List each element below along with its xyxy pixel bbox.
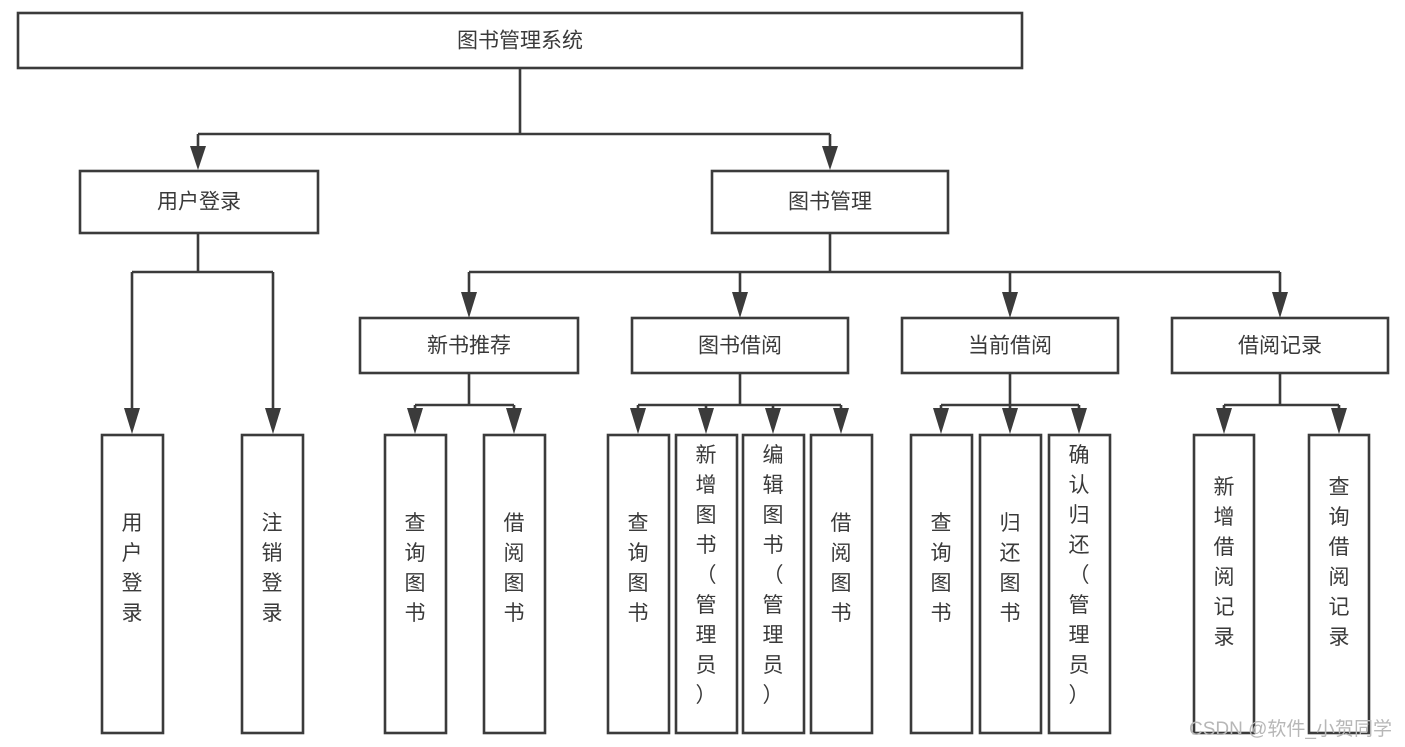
leaf-node-query-record[interactable]: 查询借阅记录: [1307, 433, 1371, 735]
node-user-login[interactable]: 用户登录: [78, 169, 320, 235]
leaf-edit-book-box[interactable]: [741, 433, 806, 735]
arrow-head-leaf-borrow-book-1: [506, 408, 522, 434]
leaf-return-book-box[interactable]: [978, 433, 1043, 735]
leaf-edit-book-label: 编辑图书（管理员）: [763, 444, 784, 707]
node-borrow-record[interactable]: 借阅记录: [1170, 316, 1390, 375]
leaf-borrow-book-1-box[interactable]: [482, 433, 547, 735]
leaf-node-user-login[interactable]: 用户登录: [100, 433, 165, 735]
arrow-head-leaf-add-record: [1216, 408, 1232, 434]
leaf-query-book-3-label: 查询图书: [931, 512, 952, 625]
leaf-user-login-box[interactable]: [100, 433, 165, 735]
arrow-head-leaf-logout-login: [265, 408, 281, 434]
connector-bookmanage-to-level3: [467, 233, 1282, 298]
leaf-confirm-return-box[interactable]: [1047, 433, 1112, 735]
node-root[interactable]: 图书管理系统: [16, 11, 1024, 70]
arrow-head-leaf-query-record: [1331, 408, 1347, 434]
leaf-node-query-book-1[interactable]: 查询图书: [383, 433, 448, 735]
leaf-node-confirm-return[interactable]: 确认归还（管理员）: [1047, 433, 1112, 735]
node-current-borrow-label: 当前借阅: [968, 335, 1052, 358]
leaf-logout-login-box[interactable]: [240, 433, 305, 735]
node-new-book-recommend[interactable]: 新书推荐: [358, 316, 580, 375]
leaf-node-borrow-book-1[interactable]: 借阅图书: [482, 433, 547, 735]
leaf-logout-login-label: 注销登录: [262, 512, 283, 625]
leaf-borrow-book-2-box[interactable]: [809, 433, 874, 735]
leaf-query-book-2-label: 查询图书: [628, 512, 649, 625]
arrow-head-book-borrow: [732, 292, 748, 318]
arrow-head-current-borrow: [1002, 292, 1018, 318]
arrow-head-leaf-edit-book: [765, 408, 781, 434]
leaf-add-record-label: 新增借阅记录: [1214, 476, 1235, 649]
node-new-book-recommend-label: 新书推荐: [427, 335, 511, 358]
arrow-head-borrow-record: [1272, 292, 1288, 318]
leaf-query-book-2-box[interactable]: [606, 433, 671, 735]
connector-currentborrow-to-leaves: [939, 373, 1081, 412]
node-book-borrow[interactable]: 图书借阅: [630, 316, 850, 375]
leaf-query-record-label: 查询借阅记录: [1329, 476, 1350, 649]
arrow-head-leaf-add-book: [698, 408, 714, 434]
connector-recommend-to-leaves: [413, 373, 516, 412]
arrow-head-book-manage: [822, 146, 838, 170]
leaf-query-record-box[interactable]: [1307, 433, 1371, 735]
node-current-borrow[interactable]: 当前借阅: [900, 316, 1120, 375]
leaf-borrow-book-1-label: 借阅图书: [504, 512, 525, 625]
arrow-head-leaf-user-login: [124, 408, 140, 434]
node-root-label: 图书管理系统: [457, 30, 583, 53]
leaf-node-add-record[interactable]: 新增借阅记录: [1192, 433, 1256, 735]
leaf-confirm-return-label: 确认归还（管理员）: [1069, 444, 1090, 707]
connector-bookborrow-to-leaves: [636, 373, 843, 412]
arrow-head-leaf-confirm-return: [1071, 408, 1087, 434]
connector-borrowrecord-to-leaves: [1222, 373, 1341, 412]
connector-layer: [124, 68, 1347, 434]
leaf-borrow-book-2-label: 借阅图书: [831, 512, 852, 625]
leaf-node-logout-login[interactable]: 注销登录: [240, 433, 305, 735]
node-user-login-label: 用户登录: [157, 191, 241, 214]
leaf-node-query-book-2[interactable]: 查询图书: [606, 433, 671, 735]
leaf-node-borrow-book-2[interactable]: 借阅图书: [809, 433, 874, 735]
node-book-borrow-box[interactable]: [630, 316, 850, 375]
leaf-node-edit-book[interactable]: 编辑图书（管理员）: [741, 433, 806, 735]
node-root-box[interactable]: [16, 11, 1024, 70]
leaf-add-book-box[interactable]: [674, 433, 739, 735]
arrow-head-leaf-query-book-2: [630, 408, 646, 434]
leaf-node-add-book[interactable]: 新增图书（管理员）: [674, 433, 739, 735]
connector-root-to-level2: [196, 68, 832, 152]
csdn-watermark: CSDN @软件_小贺同学: [1189, 718, 1392, 740]
leaf-node-query-book-3[interactable]: 查询图书: [909, 433, 974, 735]
node-borrow-record-label: 借阅记录: [1238, 335, 1322, 358]
leaf-add-book-label: 新增图书（管理员）: [696, 444, 717, 707]
arrow-head-user-login: [190, 146, 206, 170]
connector-userlogin-to-leaves: [130, 233, 275, 412]
leaf-node-return-book[interactable]: 归还图书: [978, 433, 1043, 735]
arrow-head-leaf-borrow-book-2: [833, 408, 849, 434]
node-book-manage[interactable]: 图书管理: [710, 169, 950, 235]
leaf-query-book-1-box[interactable]: [383, 433, 448, 735]
leaf-return-book-label: 归还图书: [1000, 512, 1021, 625]
node-user-login-box[interactable]: [78, 169, 320, 235]
leaf-query-book-3-box[interactable]: [909, 433, 974, 735]
leaf-add-record-box[interactable]: [1192, 433, 1256, 735]
node-book-borrow-label: 图书借阅: [698, 335, 782, 358]
arrow-head-leaf-query-book-1: [407, 408, 423, 434]
leaf-query-book-1-label: 查询图书: [405, 512, 426, 625]
arrow-head-new-book-recommend: [461, 292, 477, 318]
node-borrow-record-box[interactable]: [1170, 316, 1390, 375]
node-new-book-recommend-box[interactable]: [358, 316, 580, 375]
arrow-head-leaf-return-book: [1002, 408, 1018, 434]
node-book-manage-box[interactable]: [710, 169, 950, 235]
leaf-user-login-label: 用户登录: [122, 512, 143, 625]
node-current-borrow-box[interactable]: [900, 316, 1120, 375]
node-book-manage-label: 图书管理: [788, 191, 872, 214]
arrow-head-leaf-query-book-3: [933, 408, 949, 434]
